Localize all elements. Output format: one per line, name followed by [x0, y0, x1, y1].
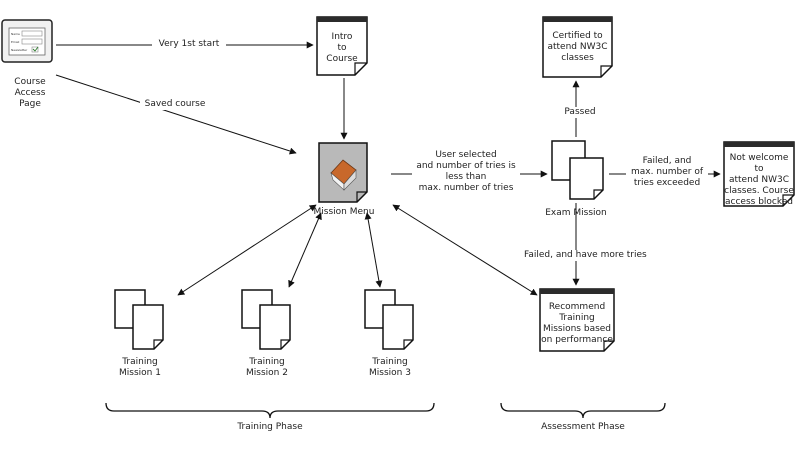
- training-phase-brace: [105, 402, 435, 419]
- arrow-menu-recommend: [392, 204, 538, 296]
- arrow-menu-training-3: [364, 212, 383, 288]
- mission-menu-label: Mission Menu: [313, 207, 375, 217]
- training-mission-2-icon: [241, 289, 291, 350]
- intro-document-icon: [316, 16, 368, 76]
- arrow-saved-course: [55, 74, 297, 155]
- recommend-document-icon: [539, 288, 615, 352]
- form-icon: Name Email Newsletter: [1, 19, 53, 63]
- training-phase-label: Training Phase: [237, 422, 303, 432]
- arrow-menu-training-1: [177, 204, 317, 296]
- assessment-phase-label: Assessment Phase: [541, 422, 625, 432]
- form-field-newsletter: Newsletter: [11, 48, 28, 52]
- blocked-document-icon: [723, 141, 795, 207]
- edge-label-failed-more-tries: Failed, and have more tries: [522, 250, 647, 261]
- edge-label-saved-course: Saved course: [140, 99, 210, 110]
- assessment-phase-brace: [500, 402, 666, 419]
- edge-label-very-first-start: Very 1st start: [152, 39, 226, 50]
- form-field-name: Name: [11, 32, 20, 36]
- certified-document-icon: [542, 16, 613, 78]
- training-mission-3-icon: [364, 289, 414, 350]
- home-icon: [318, 142, 368, 203]
- training-mission-1-icon: [114, 289, 164, 350]
- exam-mission-label: Exam Mission: [545, 208, 607, 218]
- edge-label-passed: Passed: [560, 107, 600, 118]
- exam-mission-icon: [551, 140, 604, 200]
- arrow-menu-training-2: [288, 212, 322, 288]
- form-field-email: Email: [11, 40, 19, 44]
- phase-braces: [105, 402, 666, 419]
